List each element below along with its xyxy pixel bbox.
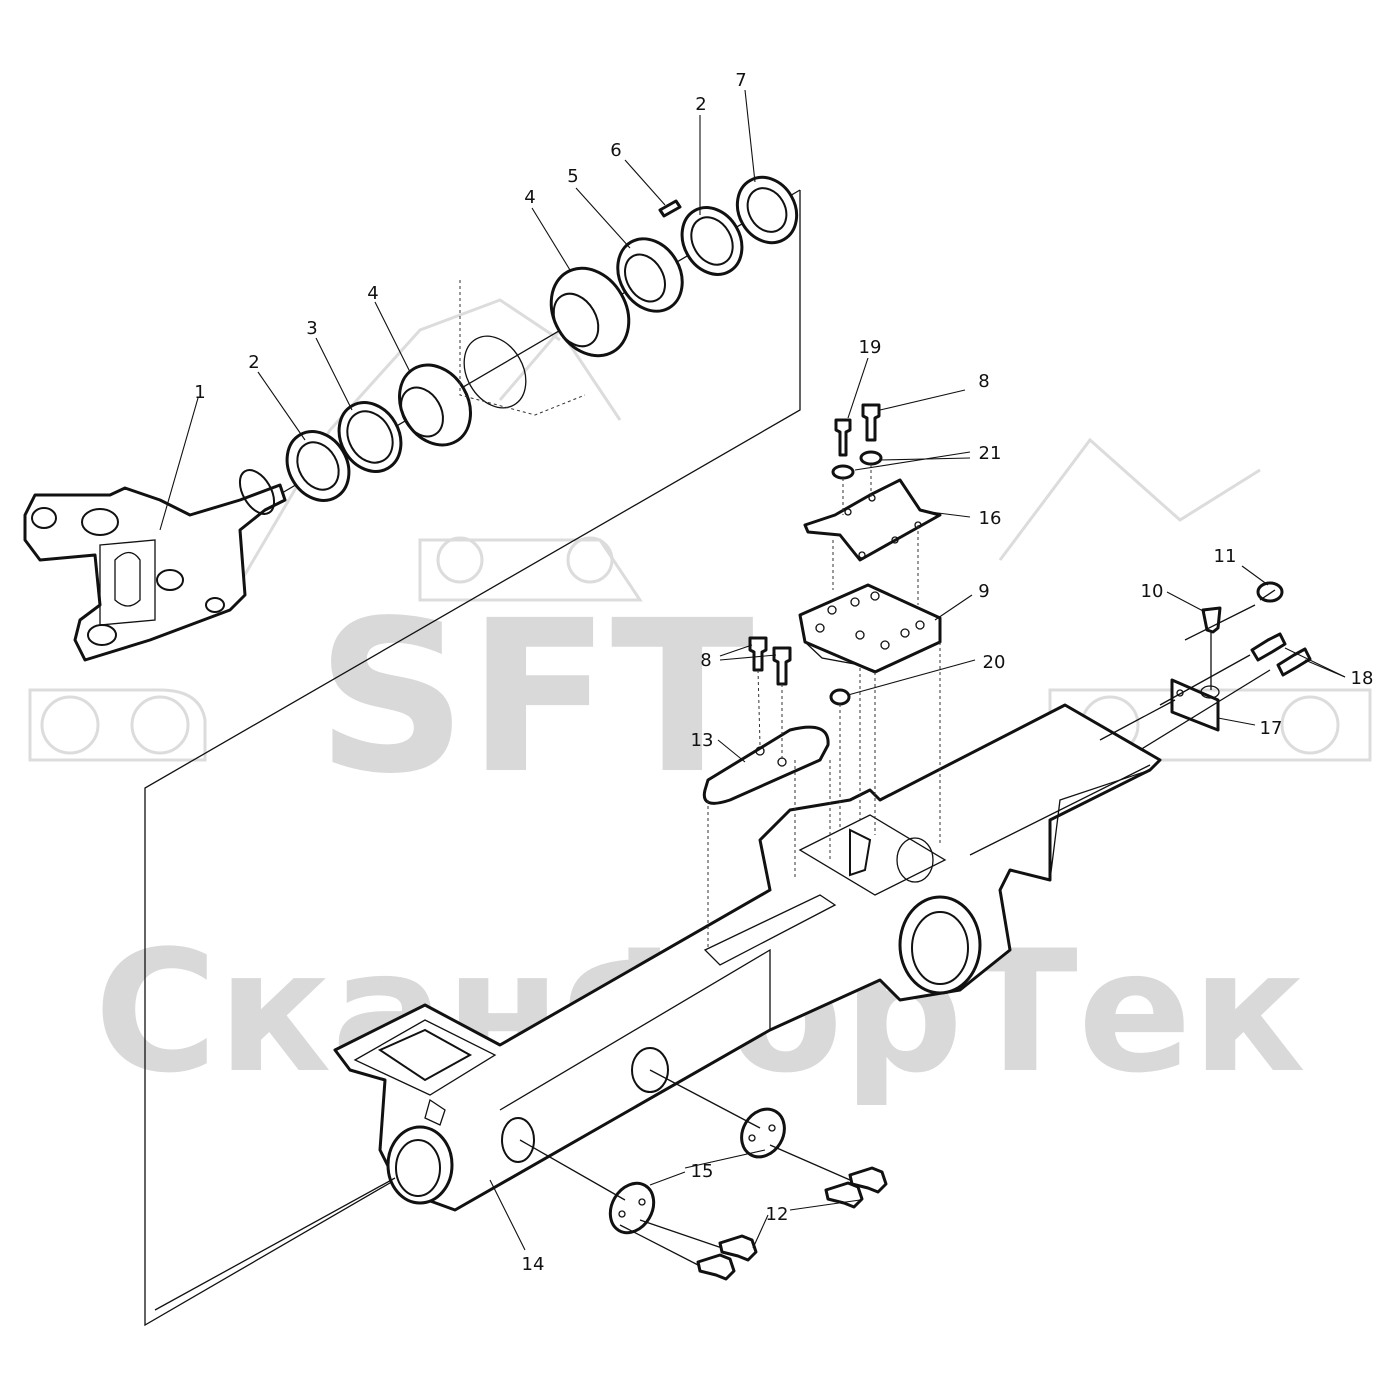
bolts-12 [696, 1166, 888, 1281]
callout-4-right: 4 [524, 187, 535, 208]
callout-18: 18 [1351, 668, 1374, 689]
callout-11: 11 [1214, 546, 1237, 567]
callout-8-lower: 8 [700, 650, 711, 671]
callout-17: 17 [1260, 718, 1283, 739]
callout-9: 9 [978, 581, 989, 602]
seal-ring-2-right [680, 206, 744, 276]
callout-21: 21 [979, 443, 1002, 464]
callout-14: 14 [522, 1254, 545, 1275]
watermark-brand: SFT [316, 575, 754, 820]
callouts: 1 2 3 4 4 5 6 2 7 19 8 21 16 9 8 20 13 1… [194, 70, 1373, 1275]
bolt-8-upper [861, 403, 881, 442]
cover-disc-15-upper [740, 1107, 786, 1159]
frame-bore-ghost [459, 280, 586, 416]
callout-13: 13 [691, 730, 714, 751]
callout-7: 7 [735, 70, 746, 91]
clip-11 [1256, 581, 1284, 603]
callout-2-right: 2 [695, 94, 706, 115]
callout-19: 19 [859, 337, 882, 358]
leader-lines [159, 89, 1346, 1251]
bushing-4-left [398, 363, 472, 447]
thrust-washer-5 [616, 237, 684, 313]
explode-plane-outline [144, 190, 801, 1327]
callout-20: 20 [983, 652, 1006, 673]
callout-10: 10 [1141, 581, 1164, 602]
bolts-18 [1250, 632, 1312, 677]
axle-frame [333, 703, 1162, 1212]
shim-ring-3 [337, 401, 403, 473]
bushing-4-right [549, 266, 631, 358]
callout-16: 16 [979, 508, 1002, 529]
watermark-excavator-center [418, 327, 643, 602]
pin-10 [1201, 606, 1222, 634]
pivot-bracket [23, 469, 287, 662]
hex-nut-7 [735, 175, 799, 245]
lock-pin-6 [658, 199, 682, 218]
callout-12: 12 [766, 1204, 789, 1225]
callout-2-left: 2 [248, 352, 259, 373]
assembly-lines [154, 464, 1276, 1311]
bolts-8-lower [748, 636, 792, 686]
callout-1: 1 [194, 382, 205, 403]
mounting-bracket-16 [803, 478, 942, 562]
nut-20 [829, 688, 851, 706]
callout-8-upper: 8 [978, 371, 989, 392]
callout-5: 5 [567, 166, 578, 187]
mounting-plate-9 [798, 583, 942, 674]
callout-6: 6 [610, 140, 621, 161]
callout-3: 3 [306, 318, 317, 339]
callout-4-left: 4 [367, 283, 378, 304]
seal-ring-2-left [285, 430, 351, 502]
bolt-19 [834, 418, 852, 457]
callout-15: 15 [691, 1161, 714, 1182]
cover-plate-13 [702, 725, 830, 805]
